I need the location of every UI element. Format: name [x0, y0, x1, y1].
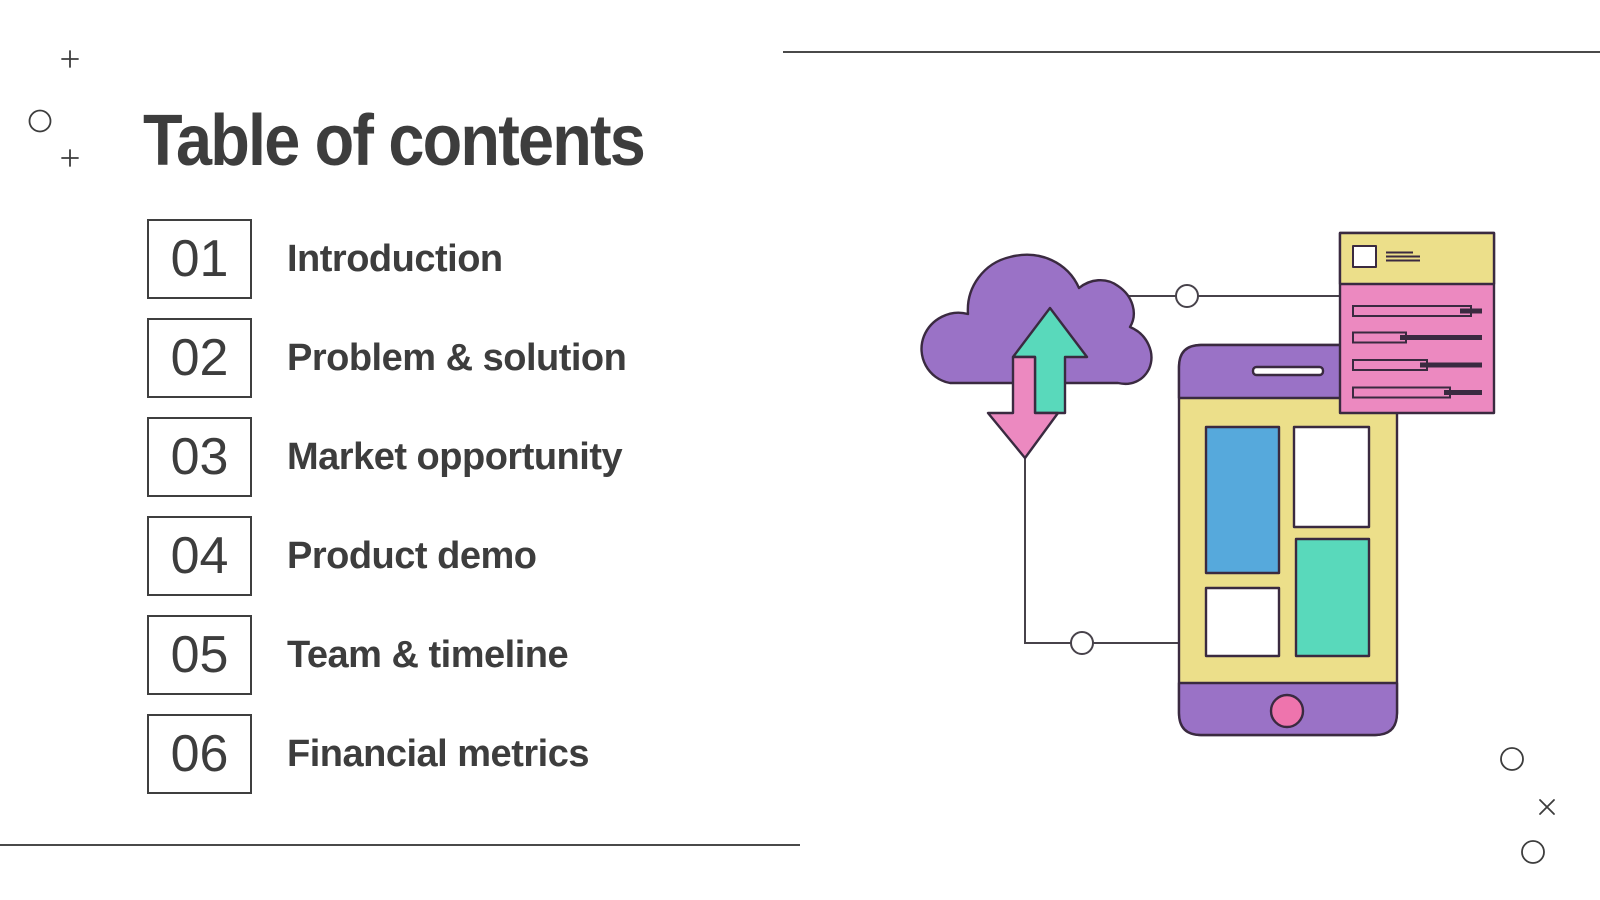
toc-number-box: 03 — [147, 417, 252, 497]
panel-checkbox — [1352, 245, 1377, 268]
circle-icon — [1521, 840, 1545, 864]
cloud-shape — [920, 253, 1153, 385]
node-circle — [1175, 284, 1199, 308]
toc-item-financial-metrics[interactable]: 06 Financial metrics — [147, 714, 626, 794]
x-icon — [1539, 799, 1555, 815]
circle-icon — [1500, 747, 1524, 771]
toc-number-box: 06 — [147, 714, 252, 794]
toc-item-label: Problem & solution — [287, 336, 627, 379]
plus-icon — [61, 149, 79, 167]
toc-item-label: Financial metrics — [287, 732, 589, 775]
toc-item-introduction[interactable]: 01 Introduction — [147, 219, 626, 299]
screen-tile-white — [1292, 425, 1371, 529]
toc-item-market-opportunity[interactable]: 03 Market opportunity — [147, 417, 626, 497]
node-circle — [1070, 631, 1094, 655]
connector-arrow-to-phone — [1024, 430, 1185, 644]
toc-number-box: 04 — [147, 516, 252, 596]
toc-number-box: 05 — [147, 615, 252, 695]
toc-item-label: Introduction — [287, 237, 503, 280]
toc-item-label: Market opportunity — [287, 435, 623, 478]
circle-icon — [28, 109, 52, 133]
home-button — [1269, 693, 1305, 729]
phone-speaker — [1251, 365, 1325, 377]
cloud-sync-illustration — [920, 231, 1496, 737]
report-panel — [1338, 231, 1496, 415]
panel-text-lines — [1386, 251, 1420, 262]
toc-item-problem-solution[interactable]: 02 Problem & solution — [147, 318, 627, 398]
progress-bar-outline — [1352, 331, 1482, 344]
toc-item-label: Product demo — [287, 534, 537, 577]
plus-icon — [61, 50, 79, 68]
toc-number-box: 01 — [147, 219, 252, 299]
screen-tile-blue — [1204, 425, 1281, 575]
toc-list: 01 Introduction 02 Problem & solution 03… — [147, 219, 627, 813]
download-arrow-icon — [986, 355, 1060, 460]
toc-number-box: 02 — [147, 318, 252, 398]
page-title: Table of contents — [143, 101, 646, 181]
progress-bar-yellow — [1352, 386, 1482, 399]
toc-item-team-timeline[interactable]: 05 Team & timeline — [147, 615, 626, 695]
toc-item-label: Team & timeline — [287, 633, 569, 676]
screen-tile-white — [1204, 586, 1281, 658]
screen-tile-teal — [1294, 537, 1371, 658]
toc-item-product-demo[interactable]: 04 Product demo — [147, 516, 626, 596]
progress-bar-teal — [1352, 305, 1482, 317]
progress-bar-blue — [1352, 359, 1482, 371]
